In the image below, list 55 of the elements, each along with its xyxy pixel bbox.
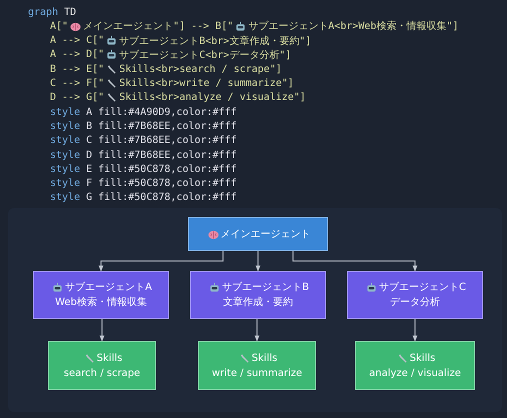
node-title: サブエージェントB bbox=[222, 280, 309, 295]
arrow bbox=[100, 318, 104, 342]
code-text: D fill:#7B68EE,color:#fff bbox=[86, 150, 237, 160]
code-text: B fill:#7B68EE,color:#fff bbox=[86, 120, 237, 132]
code-text: Skills<br>analyze / visualize"] bbox=[119, 92, 306, 104]
process-box bbox=[198, 341, 316, 390]
node-title: メインエージェント bbox=[220, 228, 310, 242]
code-text: C --> F[" bbox=[50, 78, 104, 89]
arrow bbox=[292, 250, 418, 272]
node-title: サブエージェントA bbox=[65, 280, 152, 295]
code-text: C fill:#7B68EE,color:#fff bbox=[86, 135, 237, 146]
code-keyword: style bbox=[50, 150, 80, 160]
node-text: search / scrape bbox=[64, 366, 140, 380]
code-keyword: style bbox=[50, 106, 80, 118]
process-box bbox=[48, 341, 156, 390]
process-box bbox=[190, 271, 326, 319]
process-box bbox=[188, 217, 328, 251]
node-title: Skills bbox=[252, 352, 278, 366]
code-keyword: style bbox=[50, 120, 80, 132]
code-text: TD bbox=[64, 6, 76, 18]
code-text: Skills<br>search / scrape"] bbox=[119, 64, 282, 75]
node-title: Skills bbox=[410, 352, 436, 366]
code-text: G fill:#50C878,color:#fff bbox=[86, 192, 237, 204]
process-box bbox=[347, 271, 483, 319]
arrow bbox=[254, 318, 260, 342]
code-text: サブエージェントC<br>データ分析"] bbox=[119, 48, 292, 62]
code-text: B --> E[" bbox=[50, 64, 104, 75]
node-text: write / summarize bbox=[212, 366, 302, 380]
code-text: A fill:#4A90D9,color:#fff bbox=[86, 106, 237, 118]
code-text: A[" bbox=[50, 20, 68, 32]
process-box bbox=[33, 271, 169, 319]
node-title: サブエージェントC bbox=[379, 280, 466, 295]
code-text: A --> C[" bbox=[50, 35, 104, 46]
arrow bbox=[98, 250, 224, 272]
code-text: A --> D[" bbox=[50, 49, 104, 60]
code-text: サブエージェントA<br>Web検索・情報収集"] bbox=[248, 20, 458, 34]
code-text: サブエージェントB<br>文章作成・要約"] bbox=[119, 34, 312, 48]
node-title: Skills bbox=[96, 352, 122, 366]
node-text: analyze / visualize bbox=[369, 366, 461, 380]
code-keyword: style bbox=[50, 164, 80, 175]
code-text: E fill:#50C878,color:#fff bbox=[86, 164, 237, 175]
node-text: Web検索・情報収集 bbox=[55, 296, 147, 310]
arrow bbox=[412, 318, 418, 342]
arrow bbox=[256, 250, 260, 272]
code-text: Skills<br>write / summarize"] bbox=[119, 78, 294, 89]
process-box bbox=[355, 341, 475, 390]
code-keyword: style bbox=[50, 192, 80, 204]
code-keyword: style bbox=[50, 178, 80, 190]
node-text: データ分析 bbox=[390, 296, 440, 310]
code-keyword: style bbox=[50, 135, 80, 146]
code-text: メインエージェント"] --> B[" bbox=[83, 20, 234, 34]
code-text: D --> G[" bbox=[50, 92, 104, 104]
node-text: 文章作成・要約 bbox=[223, 296, 293, 310]
code-text: F fill:#50C878,color:#fff bbox=[86, 178, 237, 190]
code-keyword: graph bbox=[28, 6, 58, 18]
